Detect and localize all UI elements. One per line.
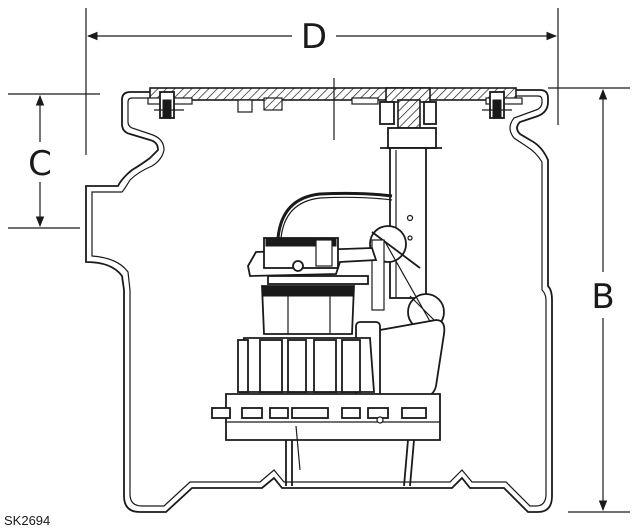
basin-cover bbox=[147, 78, 523, 140]
drawing-id-label: SK2694 bbox=[4, 513, 50, 528]
power-cord bbox=[276, 191, 393, 239]
discharge-pipe bbox=[380, 127, 445, 331]
sump-pump bbox=[211, 237, 441, 487]
pump-volute bbox=[225, 393, 441, 441]
cover-latch-right bbox=[482, 91, 512, 119]
dimension-c: C bbox=[8, 93, 100, 229]
dimension-c-label: C bbox=[28, 144, 52, 184]
dimension-b-label: B bbox=[591, 277, 614, 317]
dimension-d-label: D bbox=[301, 17, 327, 57]
dimension-d: D bbox=[85, 8, 559, 155]
basin-wall bbox=[85, 89, 553, 513]
dimension-b: B bbox=[548, 87, 630, 513]
cover-plate bbox=[149, 87, 517, 101]
discharge-fitting bbox=[379, 87, 437, 129]
float-body bbox=[375, 319, 446, 405]
cover-latch-left bbox=[154, 91, 184, 119]
